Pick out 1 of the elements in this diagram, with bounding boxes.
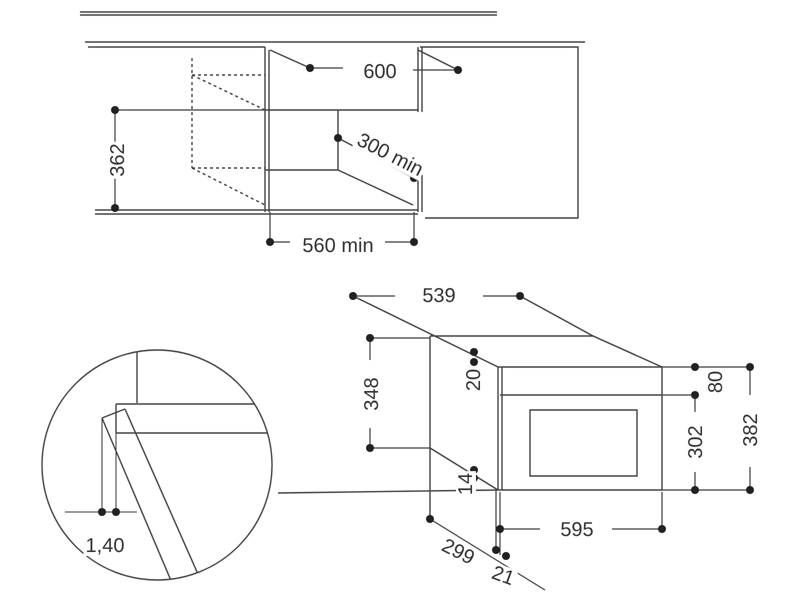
dimension-label: 1,40 bbox=[84, 536, 126, 556]
